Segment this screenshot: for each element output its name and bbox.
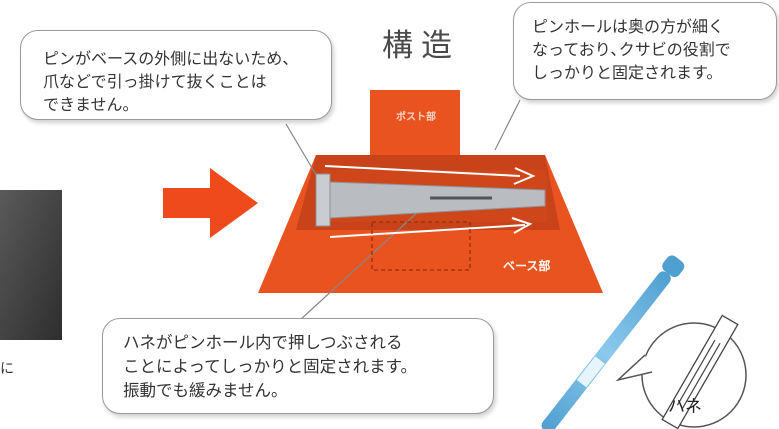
- leader-line-top-right: [494, 99, 521, 151]
- callout-bottom: ハネがピンホール内で押しつぶされる ことによってしっかりと固定されます。 振動で…: [102, 318, 494, 414]
- edge-caption: に: [0, 361, 14, 377]
- page-title: 構造: [382, 28, 460, 64]
- callout-top-right: ピンホールは奥の方が細く なっており､クサビの役割で しっかりと固定されます。: [513, 2, 777, 100]
- leader-line-bottom: [299, 209, 421, 321]
- callout-text: ピンホールは奥の方が細く: [532, 17, 725, 36]
- post-part-label: ポスト部: [396, 112, 436, 123]
- callout-top-left: ピンがベースの外側に出ないため、 爪などで引っ掛けて抜くことは できません。: [20, 30, 332, 120]
- leader-line-top-left: [285, 123, 319, 179]
- callout-text: ピンがベースの外側に出ないため、: [43, 49, 299, 68]
- blue-pin: [541, 255, 685, 429]
- callout-text: 爪などで引っ掛けて抜くことは: [43, 72, 267, 92]
- magnifier-detail: [615, 314, 747, 429]
- callout-text: 振動でも緩みません。: [123, 380, 288, 400]
- callout-text: しっかりと固定されます。: [532, 63, 723, 83]
- force-arrow-upper: [513, 167, 536, 185]
- dashed-detail-region: [371, 221, 471, 271]
- callout-text: なっており､クサビの役割で: [532, 40, 731, 60]
- insert-direction-arrow: [163, 168, 258, 238]
- force-arrow-lower: [511, 217, 533, 234]
- base-part-label: ベース部: [503, 259, 551, 273]
- callout-text: ハネがピンホール内で押しつぶされる: [123, 333, 403, 352]
- pin-head: [315, 173, 331, 227]
- hane-label: ハネ: [668, 397, 702, 417]
- post-part: [370, 90, 460, 155]
- callout-text: できません。: [43, 95, 139, 115]
- callout-text: ことによってしっかりと固定されます。: [123, 356, 418, 376]
